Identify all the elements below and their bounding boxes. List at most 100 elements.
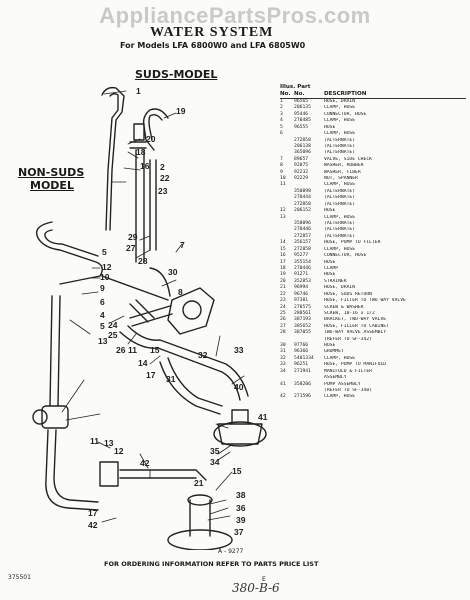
part-description: HOSE, DRAIN [324,99,356,104]
part-description: SCREW, 10-16 x 1/2 [324,310,375,316]
exploded-view-diagram [32,86,267,550]
part-number: 358096 [294,221,311,227]
part-number: 355154 [294,259,311,265]
part-description: CONNECTOR, HOSE [324,111,367,117]
part-number: 387193 [294,317,311,323]
callout-13: 13 [98,336,108,346]
part-number: 350098 [294,188,311,194]
callout-33: 33 [234,345,244,355]
part-number: 356157 [294,240,311,246]
callout-21: 21 [194,478,204,488]
part-number: 5401334 [294,355,314,361]
callout-40: 40 [234,382,244,392]
part-description: STRAINER [324,278,347,284]
parts-list-row: 206138(ALTERNATE) [280,144,466,150]
part-number: 96555 [294,124,309,130]
corner-code: 375501 [8,574,31,581]
parts-list-row: 272858 (ALTERNATE) [280,202,466,208]
part-description: HOSE [324,208,336,214]
callout-42: 42 [140,458,150,468]
part-number: 387055 [294,330,311,336]
part-description: WASHER, FIBER [324,169,361,175]
item-number: 11 [280,182,286,188]
part-number: 95277 [294,253,309,259]
hose-31-inner [167,357,223,407]
item-number: 10 [280,176,286,182]
callout-27: 27 [126,243,136,253]
part-description: ASSEMBLY [324,375,347,381]
part-description: HOSE, FILTER TO TWO WAY VALVE [324,298,406,304]
parts-list-header-line2: No. No. DESCRIPTION [280,91,466,99]
callout-37: 37 [234,527,244,537]
base-column [189,499,211,537]
callout-24: 24 [108,320,118,330]
part-number: 95446 [294,111,309,117]
part-description: BRACKET, TWO-WAY VALVE [324,317,387,323]
part-description: (ALTERNATE) [324,201,356,207]
item-number: 16 [280,253,286,259]
part-description: VALVE, SIDE CHECK [324,156,372,162]
part-description: SCREW & WASHER [324,304,364,310]
callout-13b: 13 [104,438,114,448]
part-number: 92075 [294,163,309,169]
callout-29: 29 [128,232,138,242]
part-number: 272857 [294,233,311,239]
side-check-hose [49,295,61,407]
manifold-pipe [119,469,207,481]
item-number: 25 [280,310,286,316]
callout-18: 18 [136,147,146,157]
parts-list-row: 365096 (ALTERNATE) [280,150,466,156]
part-number: 365096 [294,150,311,156]
part-description: (ALTERNATE) [324,150,356,156]
part-number: 206138 [294,143,311,149]
part-description: HOSE [324,272,336,278]
callout-32: 32 [198,350,208,360]
part-description: HOSE, DRAIN [324,285,356,291]
item-number: 21 [280,285,286,291]
item-number: 28 [280,330,286,336]
part-number: 280561 [294,310,311,316]
part-description: CLAMP, HOSE [324,118,356,124]
valve-nut [32,409,48,425]
figure-number: A - 9277 [218,548,244,555]
part-number: 96994 [294,285,309,291]
parts-list-row: 272857(ALTERNATE) [280,234,466,240]
part-description: PUMP ASSEMBLY [324,381,361,387]
side-check-hose-lower-inner [53,429,99,503]
callout-36: 36 [236,503,246,513]
parts-list-row: ASSEMBLY [280,375,466,381]
page-title: WATER SYSTEM [150,25,274,40]
part-number: 272858 [294,201,311,207]
callout-12: 12 [102,262,112,272]
callout-12b: 12 [114,446,124,456]
non-suds-model-label: NON-SUDS MODEL [18,166,84,192]
non-suds-label-line1: NON-SUDS [18,166,85,179]
pump-motor-mount [231,409,249,425]
header-illus-part: Illus. Part [280,84,311,90]
callout-35: 35 [210,446,220,456]
callout-30: 30 [168,267,178,277]
part-description: MANIFOLD & FILTER [324,368,372,374]
part-description: CONNECTOR, HOSE [324,253,367,259]
callout-38: 38 [236,490,246,500]
callout-26: 26 [116,345,126,355]
pump-body [213,421,267,447]
parts-list-row: 270446(ALTERNATE) [280,227,466,233]
part-description: TWO-WAY VALVE ASSEMBLY [324,330,387,336]
part-number: 358206 [294,381,311,387]
part-description: (ALTERNATE) [324,195,356,201]
item-number: 12 [280,208,286,214]
callout-6: 6 [100,297,105,307]
part-number: 96251 [294,362,309,368]
